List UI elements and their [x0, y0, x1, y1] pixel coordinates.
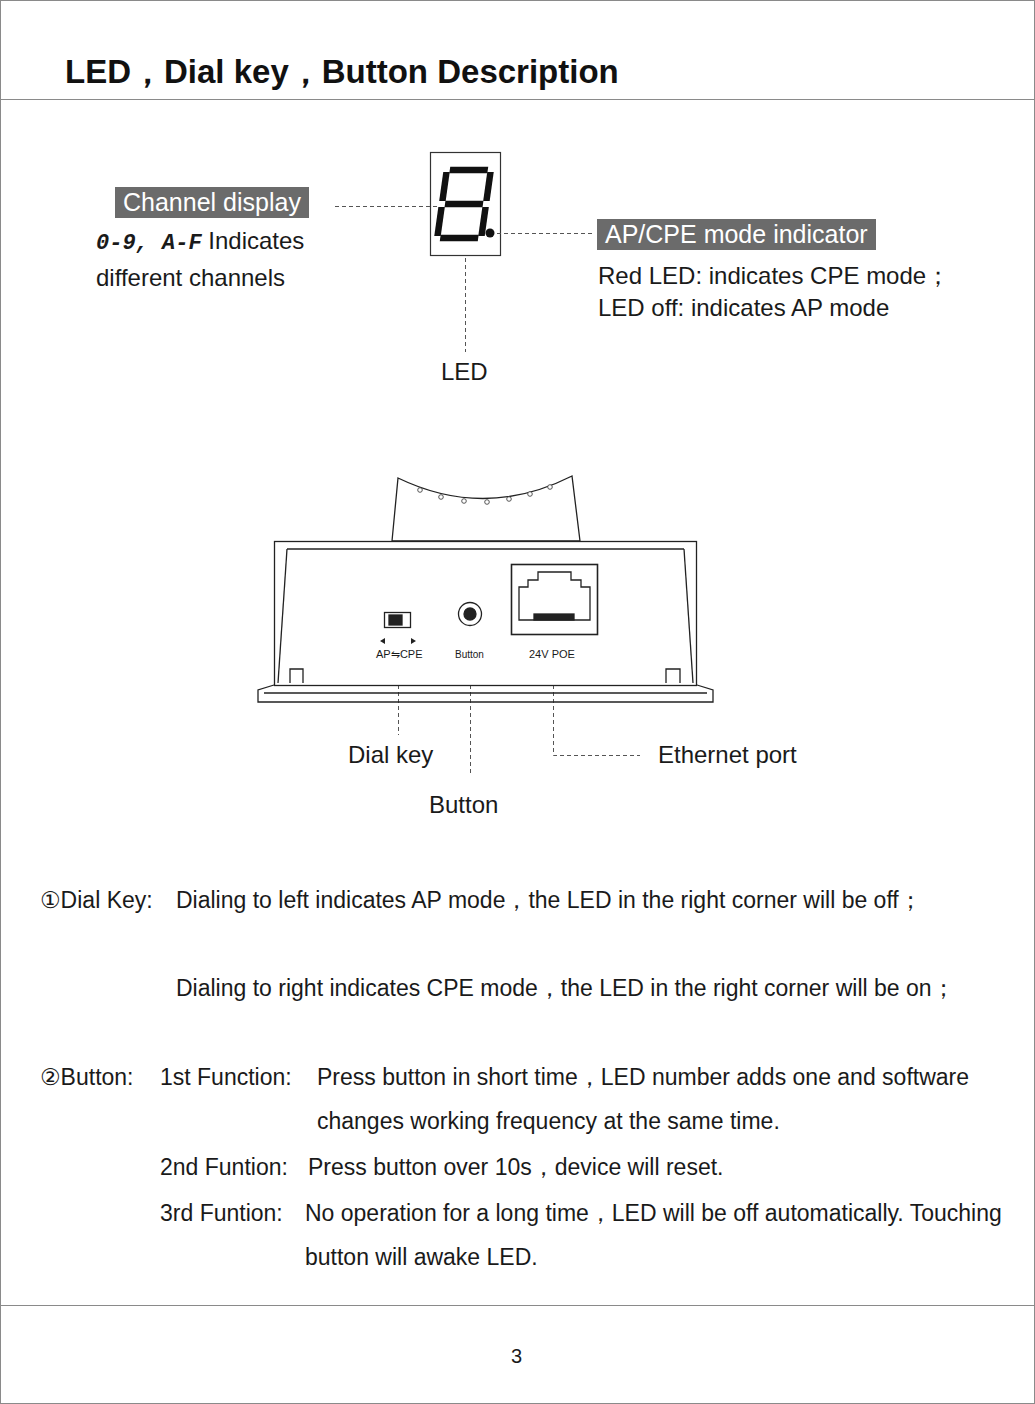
description-text: Dialing to left indicates AP mode，the LE… [176, 878, 986, 922]
part-name: LED [441, 358, 488, 386]
led-display [431, 153, 501, 256]
channel-range: 0-9, A-F [96, 231, 202, 256]
footer-rule [0, 1305, 1035, 1306]
device-housing [258, 476, 713, 702]
mode-note: Red LED: indicates CPE mode； [598, 260, 950, 292]
panel-marking: 24V POE [529, 648, 575, 660]
tag-text: AP/CPE mode indicator [605, 220, 868, 248]
mode-note: LED off: indicates AP mode [598, 294, 889, 322]
description-text: Dialing to right indicates CPE mode，the … [176, 966, 986, 1010]
part-name: Ethernet port [658, 741, 797, 769]
leader-lines [335, 207, 640, 777]
description-text: Press button over 10s，device will reset. [308, 1145, 1008, 1189]
description-text: ②Button: [40, 1055, 134, 1099]
mode-dot [486, 229, 495, 238]
part-name: Button [429, 791, 498, 819]
page-number: 3 [511, 1345, 522, 1368]
description-text: No operation for a long time，LED will be… [305, 1191, 1005, 1279]
description-text: 3rd Funtion: [160, 1191, 283, 1235]
description-text: Press button in short time，LED number ad… [317, 1055, 1012, 1143]
description-text: 1st Function: [160, 1055, 292, 1099]
panel-marking: Button [455, 649, 484, 660]
label-tag: AP/CPE mode indicator [597, 219, 876, 250]
page-title: LED，Dial key，Button Description [65, 50, 619, 95]
label-tag: Channel display [115, 187, 309, 218]
description-text: ①Dial Key: [40, 878, 153, 922]
seven-segment-digit [437, 170, 491, 238]
channel-note: 0-9, A-F Indicates different channels [96, 224, 332, 295]
part-name: Dial key [348, 741, 433, 769]
description-text: 2nd Funtion: [160, 1145, 288, 1189]
tag-text: Channel display [123, 188, 301, 216]
panel-marking: AP⇋CPE [376, 648, 423, 661]
header-rule [0, 99, 1035, 100]
